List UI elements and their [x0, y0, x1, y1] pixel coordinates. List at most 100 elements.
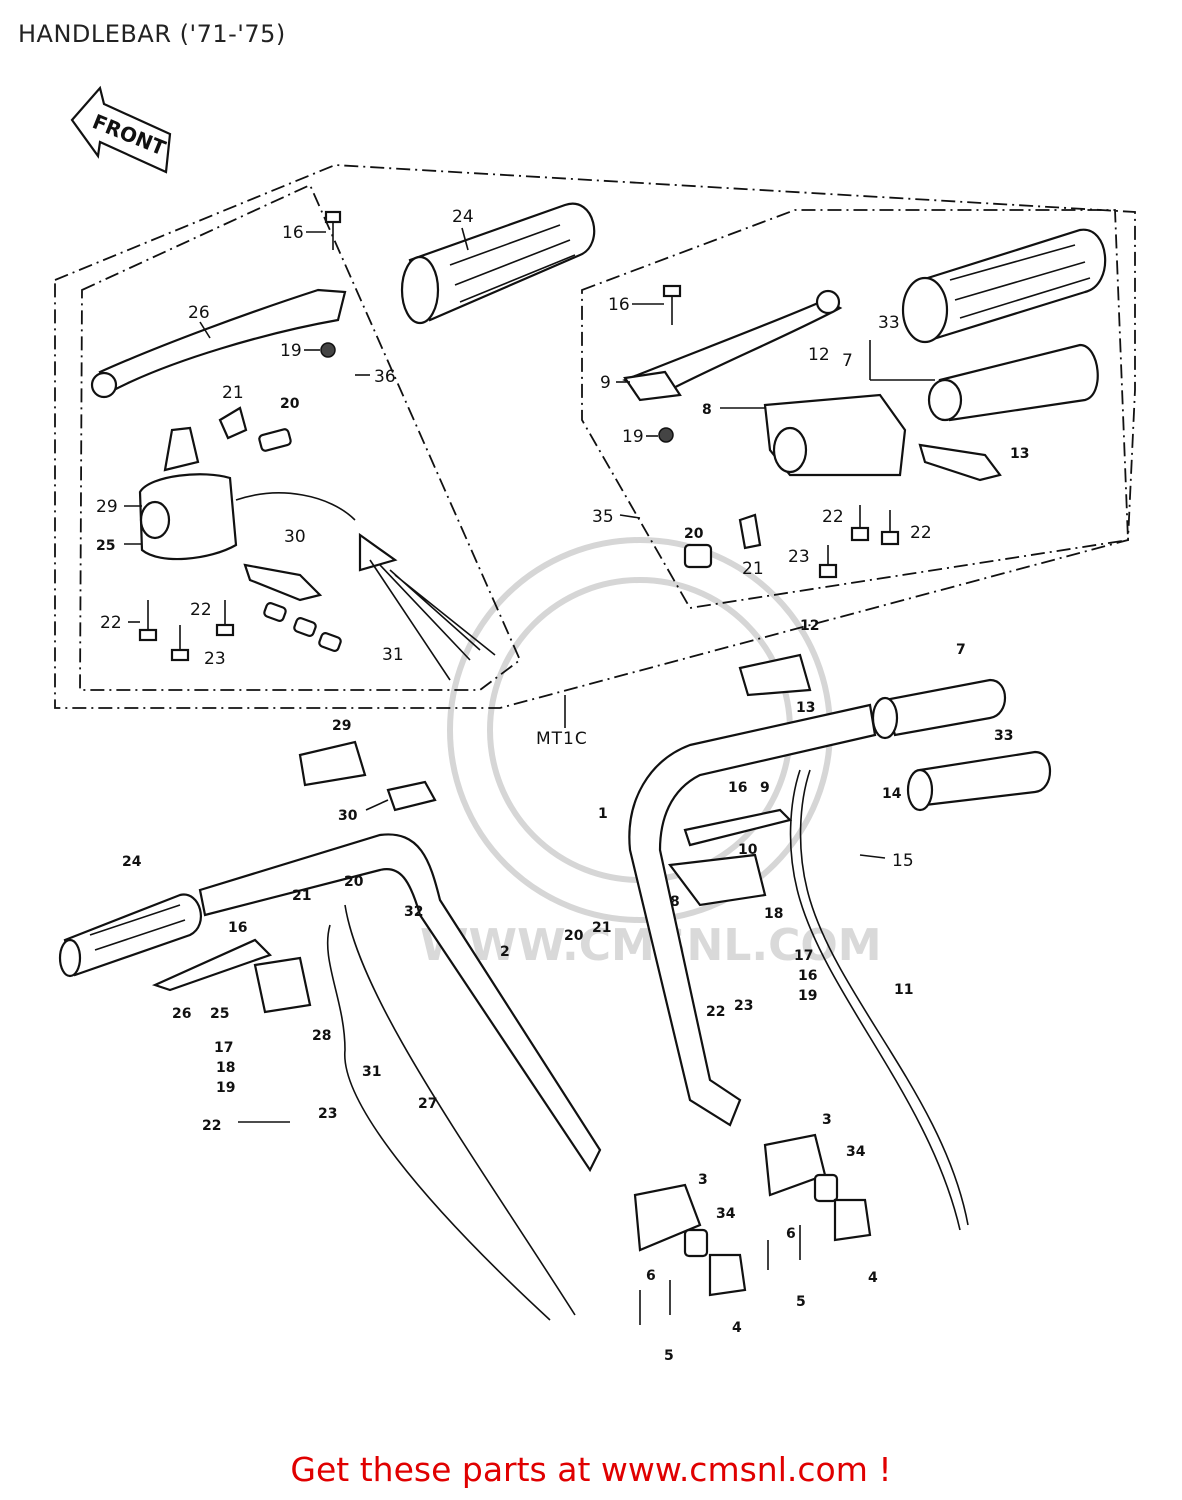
page-title: HANDLEBAR ('71-'75)	[18, 20, 286, 48]
callout-label: 28	[312, 1028, 331, 1044]
grip-24-lower	[58, 893, 202, 978]
callout-label: 6	[786, 1226, 796, 1242]
screws-22-23-left	[138, 600, 235, 662]
callout-label: 27	[418, 1096, 437, 1112]
callout-label: 5	[796, 1294, 806, 1310]
callout-label: 23	[318, 1106, 337, 1122]
front-arrow-icon: FRONT	[70, 85, 172, 174]
callout-label: 16	[228, 920, 247, 936]
grip-7-lower	[871, 678, 1006, 740]
callout-label: 31	[382, 645, 404, 665]
callout-label: 8	[702, 402, 712, 418]
callout-label: 17	[214, 1040, 233, 1056]
clamp-12-lower	[738, 653, 812, 697]
group-boundary-right-throttle	[581, 209, 1129, 609]
cable-boot-left	[358, 532, 398, 572]
screw-20-right	[683, 543, 713, 569]
callout-label: 16	[282, 223, 304, 243]
callout-label: 21	[292, 888, 311, 904]
callout-label: 18	[764, 906, 783, 922]
callout-label: 14	[882, 786, 902, 802]
lever-9-lower	[683, 808, 793, 847]
switch-cable-left	[235, 492, 356, 521]
callout-label: 6	[646, 1268, 656, 1284]
callout-label: 13	[796, 700, 815, 716]
callout-label: 25	[210, 1006, 229, 1022]
callout-label: 15	[892, 851, 914, 871]
callout-label: 20	[564, 928, 584, 944]
callout-label: 26	[188, 303, 210, 323]
callout-label: 31	[362, 1064, 381, 1080]
switch-half-29-lower	[298, 740, 367, 787]
callout-label: 35	[592, 507, 614, 527]
leader-lines	[124, 227, 935, 1123]
callout-label: 22	[822, 507, 844, 527]
lever-26-lower	[151, 938, 273, 992]
brake-lever-upper	[622, 289, 843, 402]
switch-25-lower	[253, 956, 312, 1014]
callout-label: 4	[868, 1270, 878, 1286]
knob-21-left	[218, 406, 248, 440]
group-boundary-left-switch	[79, 183, 522, 691]
callout-label: 19	[622, 427, 644, 447]
callout-label: 16	[798, 968, 817, 984]
grip-33-lower	[906, 750, 1051, 812]
callout-label: 23	[788, 547, 810, 567]
holders-3-34	[633, 1133, 872, 1297]
callout-label: 34	[846, 1144, 866, 1160]
callout-label: 23	[734, 998, 753, 1014]
callout-label: 21	[742, 559, 764, 579]
callout-label: 21	[592, 920, 611, 936]
callout-label: 20	[344, 874, 364, 890]
nut-19-upper-right	[658, 427, 674, 443]
wire-leads-left	[369, 559, 496, 681]
callout-label: 10	[738, 842, 758, 858]
callout-label: 7	[956, 642, 966, 658]
knob-21-right	[738, 513, 762, 550]
callout-label: 23	[204, 649, 226, 669]
callout-label: 12	[808, 345, 830, 365]
callout-label: 1	[598, 806, 608, 822]
callout-label: 9	[760, 780, 770, 796]
callout-label: 5	[664, 1348, 674, 1364]
callout-label: 18	[216, 1060, 235, 1076]
bolts-5-6	[639, 1225, 801, 1325]
clutch-lever-upper	[90, 288, 347, 399]
callout-label: 30	[284, 527, 306, 547]
callout-label: 13	[1010, 446, 1029, 462]
callout-label: 16	[728, 780, 747, 796]
callout-label: 22	[202, 1118, 221, 1134]
callout-label: 33	[878, 313, 900, 333]
footer-link[interactable]: Get these parts at www.cmsnl.com !	[290, 1450, 892, 1489]
throttle-housing-8-12	[763, 393, 907, 477]
grip-33-upper	[901, 228, 1107, 344]
callout-label: 26	[172, 1006, 191, 1022]
callout-label: 12	[800, 618, 819, 634]
parts-31-left	[263, 602, 342, 652]
cable-11b	[799, 769, 969, 1226]
callout-label: 24	[452, 207, 474, 227]
callout-label: 20	[684, 526, 704, 542]
group-boundary-outer	[54, 164, 1136, 709]
callout-label: 19	[798, 988, 817, 1004]
callout-label: 3	[698, 1172, 708, 1188]
callout-label: 29	[96, 497, 118, 517]
callout-label: 8	[670, 894, 680, 910]
callout-label: 16	[608, 295, 630, 315]
cable-13-clip	[918, 443, 1002, 482]
handlebar-exploded-diagram: WWW.CMSNL.COM FRONT	[54, 85, 1136, 1364]
left-switch-housing	[138, 426, 238, 561]
callout-label: 22	[910, 523, 932, 543]
callout-label: 22	[190, 600, 212, 620]
wire-27	[326, 924, 551, 1321]
callout-label: 36	[374, 367, 396, 387]
callout-label: 3	[822, 1112, 832, 1128]
callout-label: 21	[222, 383, 244, 403]
callout-label: 22	[100, 613, 122, 633]
clamp-30-left	[243, 563, 323, 602]
callout-label: 2	[500, 944, 510, 960]
cable-11	[789, 769, 961, 1231]
callout-label: 19	[216, 1080, 235, 1096]
callout-label: 11	[894, 982, 913, 998]
callout-labels: 16 26 19 36 21 20 29 25 30 22 22 23 31 2…	[96, 207, 1029, 1364]
